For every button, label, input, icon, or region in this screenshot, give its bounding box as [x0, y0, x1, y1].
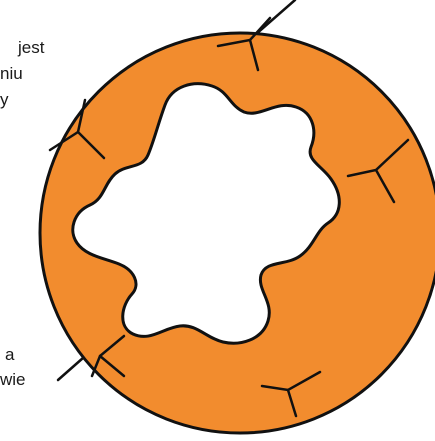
ring-diagram: [0, 0, 435, 441]
